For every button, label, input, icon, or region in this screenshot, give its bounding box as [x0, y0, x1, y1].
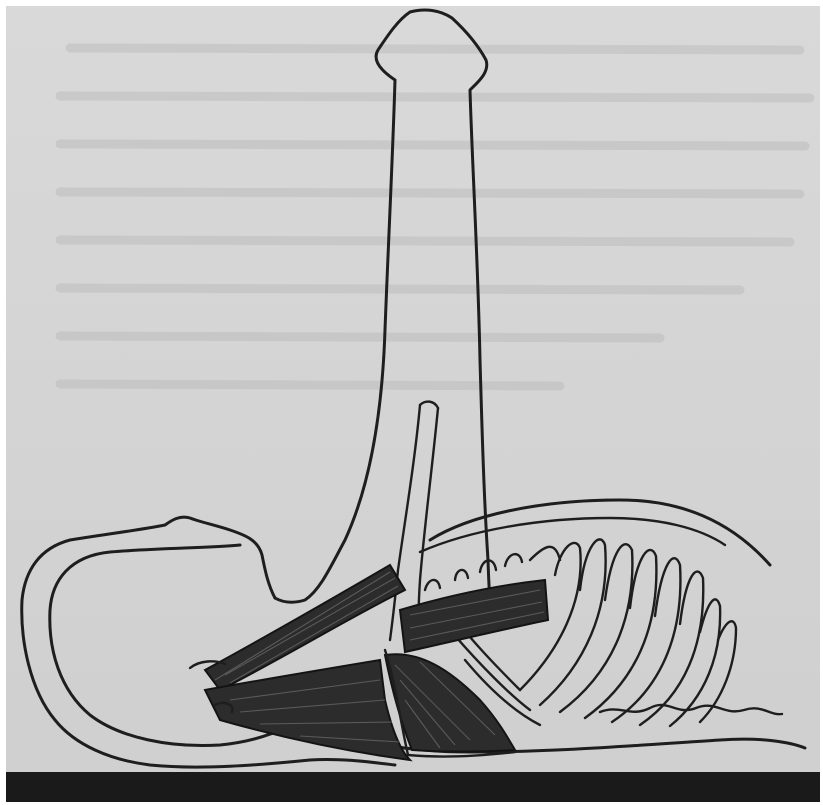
table-bar [6, 772, 820, 802]
